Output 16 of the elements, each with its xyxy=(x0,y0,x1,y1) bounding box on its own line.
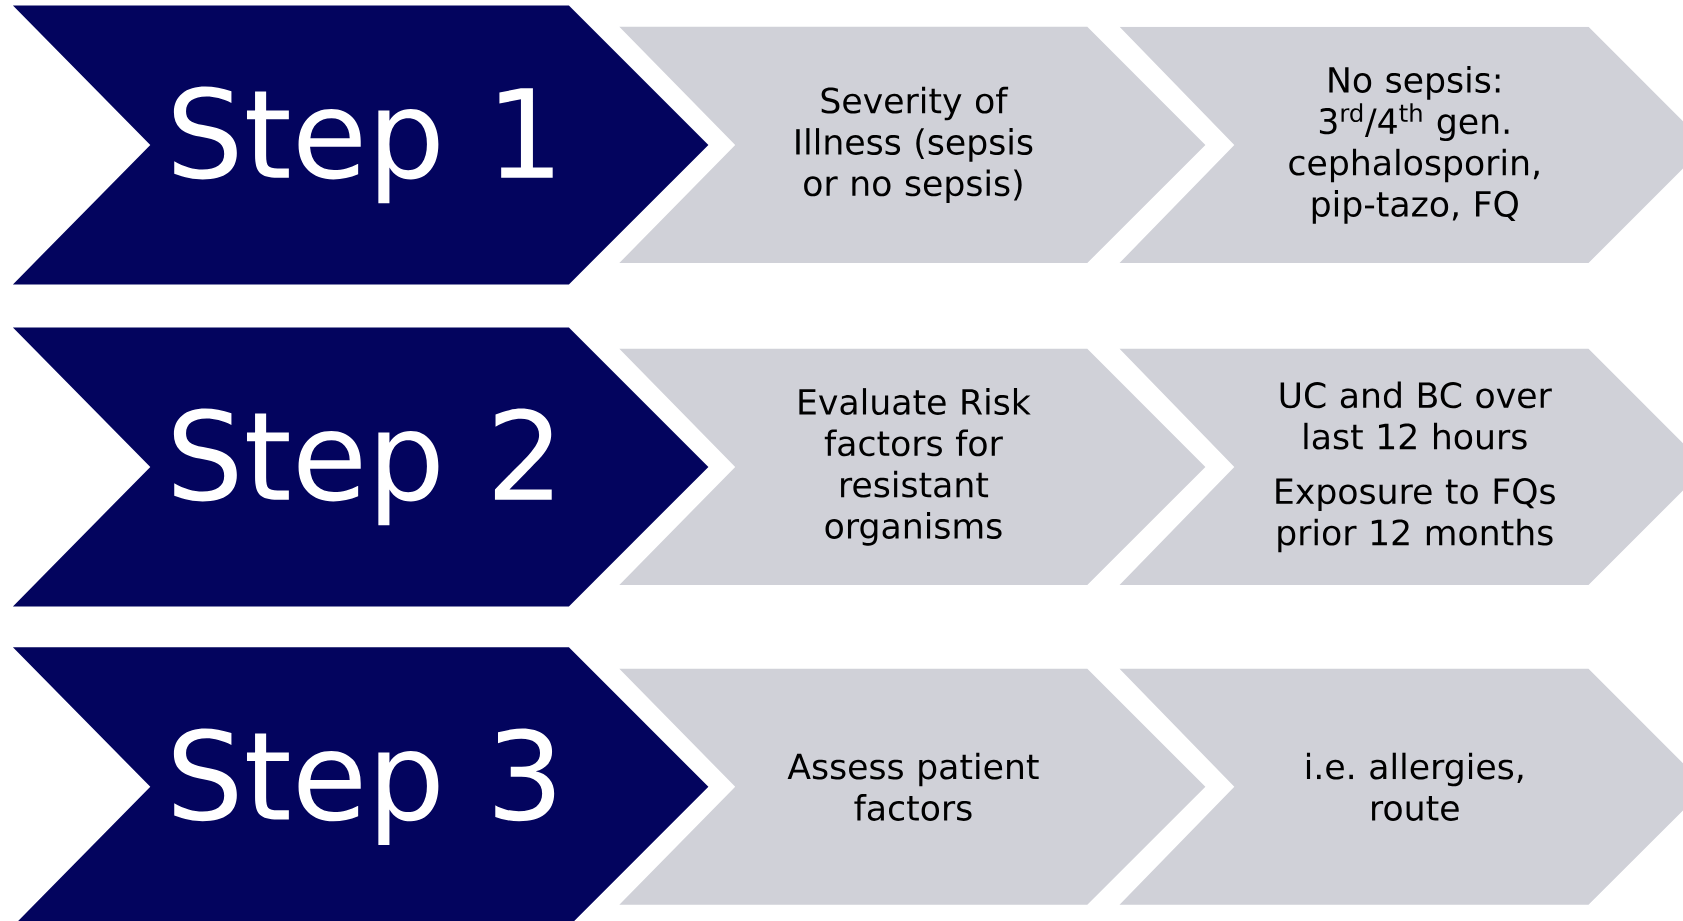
node-label: i.e. allergies, route xyxy=(1306,752,1523,821)
node-label: Exposure to FQs prior 12 months xyxy=(1276,478,1555,553)
node-label: Assess patient factors xyxy=(787,752,1039,821)
node-label: Evaluate Risk factors for resistant organisms xyxy=(799,388,1031,546)
info-banner: Evaluate Risk factors for resistant organisms xyxy=(619,348,1206,585)
info-banner: Severity of Illness (sepsis or no sepsis) xyxy=(619,26,1206,263)
info-banner: Assess patient factors xyxy=(619,668,1206,905)
step-banner: Step 2 xyxy=(12,327,709,607)
node-label: UC and BC over last 12 hours xyxy=(1280,381,1552,450)
node-label: Severity of Illness (sepsis or no sepsis) xyxy=(796,86,1033,204)
step-banner: Step 3 xyxy=(12,647,709,921)
step-banner: Step 1 xyxy=(12,5,709,285)
info-banner: UC and BC over last 12 hours Exposure to FQs prior 12 months xyxy=(1119,348,1683,585)
node-label: No sepsis: 3$^{rd}$/4$^{th}$ gen. cephalosporin, pip-tazo, FQ xyxy=(1289,66,1539,224)
info-banner: No sepsis: 3$^{rd}$/4$^{th}$ gen. cephalosporin, pip-tazo, FQ xyxy=(1119,26,1683,263)
info-banner: i.e. allergies, route xyxy=(1119,668,1683,905)
